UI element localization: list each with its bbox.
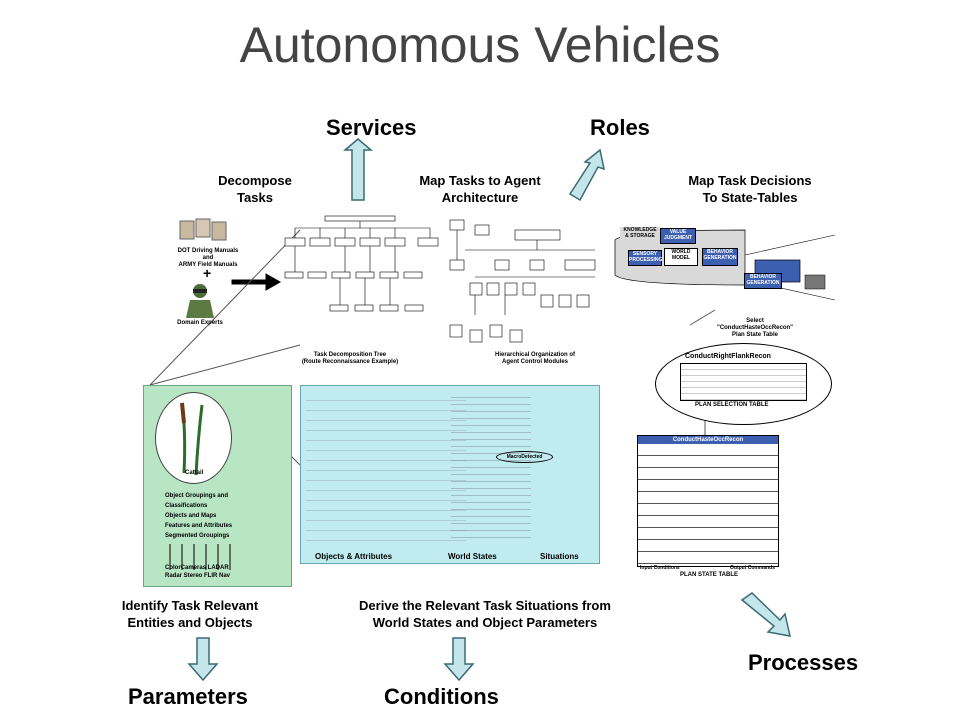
decompose-tasks-caption: Decompose Tasks	[218, 173, 292, 205]
plan-state-table: ConductHasteOccRecon	[637, 435, 779, 567]
legend-item-4: Features and Attributes	[165, 523, 233, 529]
agent-hierarchy-diagram	[445, 215, 605, 350]
identify-entities-caption: Identify Task Relevant Entities and Obje…	[121, 598, 259, 630]
world-state-text-block	[306, 391, 466, 541]
page-title: Autonomous Vehicles	[239, 17, 721, 73]
plan-state-rows	[638, 444, 778, 565]
plan-state-header: ConductHasteOccRecon	[638, 436, 778, 444]
plan-state-table-label: PLAN STATE TABLE	[680, 572, 738, 578]
conditions-label: Conditions	[384, 684, 499, 709]
hierarchy-title: Hierarchical Organization of Agent Contr…	[494, 352, 576, 365]
up-arrow-roles	[568, 148, 606, 202]
footer-world-states: World States	[448, 552, 497, 561]
roles-label: Roles	[590, 115, 650, 140]
manuals-icon	[178, 215, 228, 245]
sensor-arrows	[169, 544, 231, 570]
plan-selection-header: ConductRightFlankRecon	[685, 353, 771, 360]
task-tree-title: Task Decomposition Tree (Route Reconnais…	[301, 352, 399, 365]
legend-item-3: Objects and Maps	[165, 513, 217, 519]
legend-item-2: Classifications	[165, 503, 208, 509]
down-arrow-conditions	[443, 637, 475, 682]
parameters-label: Parameters	[128, 684, 248, 709]
experts-label: Domain Experts	[177, 320, 223, 326]
down-arrow-parameters	[187, 637, 219, 682]
plan-selection-table	[680, 363, 807, 401]
plus-sign: +	[203, 265, 212, 281]
diag-arrow-processes	[740, 592, 791, 637]
footer-objects-attributes: Objects & Attributes	[315, 552, 393, 561]
situation-text-block	[451, 391, 531, 541]
source-arrow-head	[265, 273, 282, 291]
legend-item-1: Object Groupings and	[165, 493, 229, 499]
legend-item-5: Segmented Groupings	[165, 533, 230, 539]
cattail-label: Cattail	[185, 470, 204, 476]
map-tasks-caption: Map Tasks to Agent Architecture	[419, 173, 541, 205]
sensors-row-2: Radar Stereo FLIR Nav	[165, 573, 231, 579]
select-plan-caption: Select "ConductHasteOccRecon" Plan State…	[716, 318, 794, 338]
output-commands-label: Output Commands	[730, 565, 775, 571]
processes-label: Processes	[748, 650, 859, 675]
sensory-processing-node: SENSORY PROCESSING	[628, 250, 662, 266]
knowledge-storage-node: KNOWLEDGE & STORAGE	[620, 227, 660, 247]
manuals-label: DOT Driving Manuals and ARMY Field Manua…	[177, 248, 239, 268]
domain-expert-icon	[180, 282, 220, 318]
situations-panel: MacroDetected	[300, 385, 600, 564]
cattail-oval	[155, 392, 232, 484]
sensors-row-1: ColorCameras LADAR	[165, 565, 229, 571]
object-legend: Object Groupings and Classifications Obj…	[165, 491, 232, 541]
macro-detected-marker: MacroDetected	[496, 451, 553, 463]
up-arrow-services	[342, 138, 374, 201]
hierarchy-diagram	[449, 219, 596, 343]
derive-situations-caption: Derive the Relevant Task Situations from…	[359, 598, 611, 630]
world-model-node: WORLD MODEL	[664, 248, 698, 266]
footer-situations: Situations	[540, 552, 579, 561]
behavior-generation-node-2: BEHAVIOR GENERATION	[744, 273, 782, 289]
behavior-generation-node: BEHAVIOR GENERATION	[702, 248, 738, 266]
task-decomposition-tree	[280, 210, 440, 350]
value-judgment-node: VALUE JUDGMENT	[660, 228, 696, 244]
input-conditions-label: Input Conditions	[640, 565, 680, 571]
tree-diagram	[284, 215, 439, 312]
services-label: Services	[326, 115, 417, 140]
plan-selection-table-label: PLAN SELECTION TABLE	[695, 402, 769, 408]
map-decisions-caption: Map Task Decisions To State-Tables	[688, 173, 812, 205]
